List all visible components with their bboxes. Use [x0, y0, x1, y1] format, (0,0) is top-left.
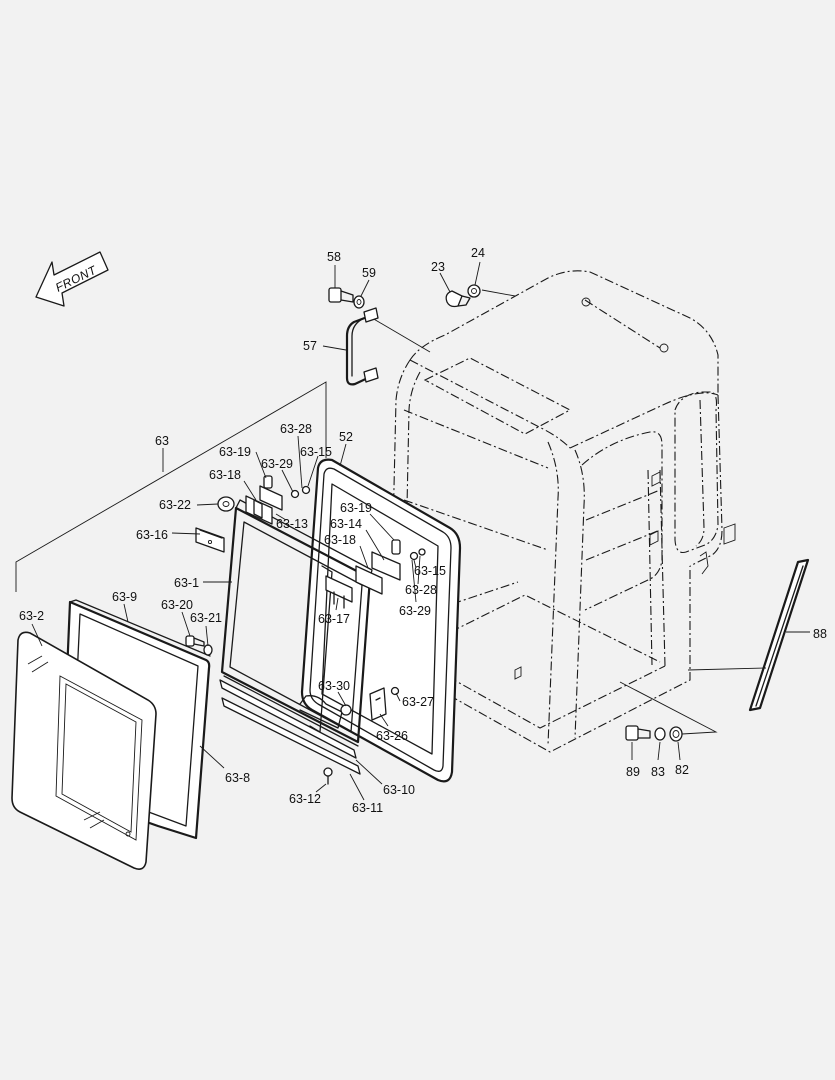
part-59-washer [353, 295, 365, 309]
part-63-22-stopper [217, 496, 235, 512]
part-63-27-screw [390, 686, 400, 696]
label-63-13: 63-13 [276, 517, 308, 531]
part-82-washer [669, 726, 683, 742]
part-58-bolt [328, 287, 354, 303]
part-63-28-bolt-middle [409, 548, 426, 561]
part-63-12-screw [323, 767, 333, 785]
part-83-washer [654, 727, 666, 741]
label-63-1: 63-1 [174, 576, 199, 590]
front-arrow-icon: FRONT [35, 251, 109, 307]
label-63-8: 63-8 [225, 771, 250, 785]
part-63-29-washer-upper [290, 489, 300, 499]
label-63-17: 63-17 [318, 612, 350, 626]
label-63-19-middle: 63-19 [340, 501, 372, 515]
part-63-13-hinge-upper [245, 475, 283, 525]
leader-lines [15, 261, 810, 801]
cab-frame-outline [389, 270, 736, 753]
label-88: 88 [813, 627, 827, 641]
part-63-20-bolt [185, 635, 205, 647]
label-23: 23 [431, 260, 445, 274]
part-63-14-hinge-middle [355, 539, 401, 595]
label-58: 58 [327, 250, 341, 264]
label-63-28-upper: 63-28 [280, 422, 312, 436]
part-63-21-washer [203, 644, 213, 656]
part-63-15-nut-upper [301, 485, 311, 495]
label-63-2: 63-2 [19, 609, 44, 623]
label-63-30: 63-30 [318, 679, 350, 693]
label-63-11: 63-11 [352, 801, 383, 815]
label-63-29-middle: 63-29 [399, 604, 431, 618]
part-63-2-glass-pane [11, 631, 157, 870]
part-63-16-bracket [195, 527, 225, 553]
part-52-door-frame [300, 458, 462, 783]
label-24: 24 [471, 246, 485, 260]
label-63-27: 63-27 [402, 695, 434, 709]
part-89-bolt [625, 725, 651, 741]
label-63-26: 63-26 [376, 729, 408, 743]
label-63-22: 63-22 [159, 498, 191, 512]
label-63-15-upper: 63-15 [300, 445, 332, 459]
label-63-10: 63-10 [383, 783, 415, 797]
label-59: 59 [362, 266, 376, 280]
label-63-19-upper: 63-19 [219, 445, 251, 459]
label-63-29-upper: 63-29 [261, 457, 293, 471]
part-63-10-rail [219, 675, 359, 759]
label-57: 57 [303, 339, 317, 353]
part-63-30-knob [340, 704, 352, 716]
label-63-18-upper: 63-18 [209, 468, 241, 482]
label-63-14: 63-14 [330, 517, 362, 531]
part-23-cap [445, 290, 471, 308]
label-63-15-middle: 63-15 [414, 564, 446, 578]
part-24-nut [467, 284, 481, 298]
label-63-9: 63-9 [112, 590, 137, 604]
label-63-18-middle: 63-18 [324, 533, 356, 547]
label-89: 89 [626, 765, 640, 779]
label-63-20: 63-20 [161, 598, 193, 612]
part-63-11-rail [221, 697, 361, 775]
label-63-21: 63-21 [190, 611, 222, 625]
label-63-28-middle: 63-28 [405, 583, 437, 597]
label-52: 52 [339, 430, 353, 444]
label-63: 63 [155, 434, 169, 448]
part-57-grab-handle [345, 307, 379, 386]
label-82: 82 [675, 763, 689, 777]
part-88-weather-strip [748, 558, 810, 712]
part-63-17-plate [325, 575, 353, 609]
part-labels: 58 59 23 24 57 63 52 63-28 63-15 63-19 6… [19, 246, 827, 815]
label-83: 83 [651, 765, 665, 779]
label-63-16: 63-16 [136, 528, 168, 542]
label-63-12: 63-12 [289, 792, 321, 806]
part-63-26-latch [369, 687, 387, 721]
